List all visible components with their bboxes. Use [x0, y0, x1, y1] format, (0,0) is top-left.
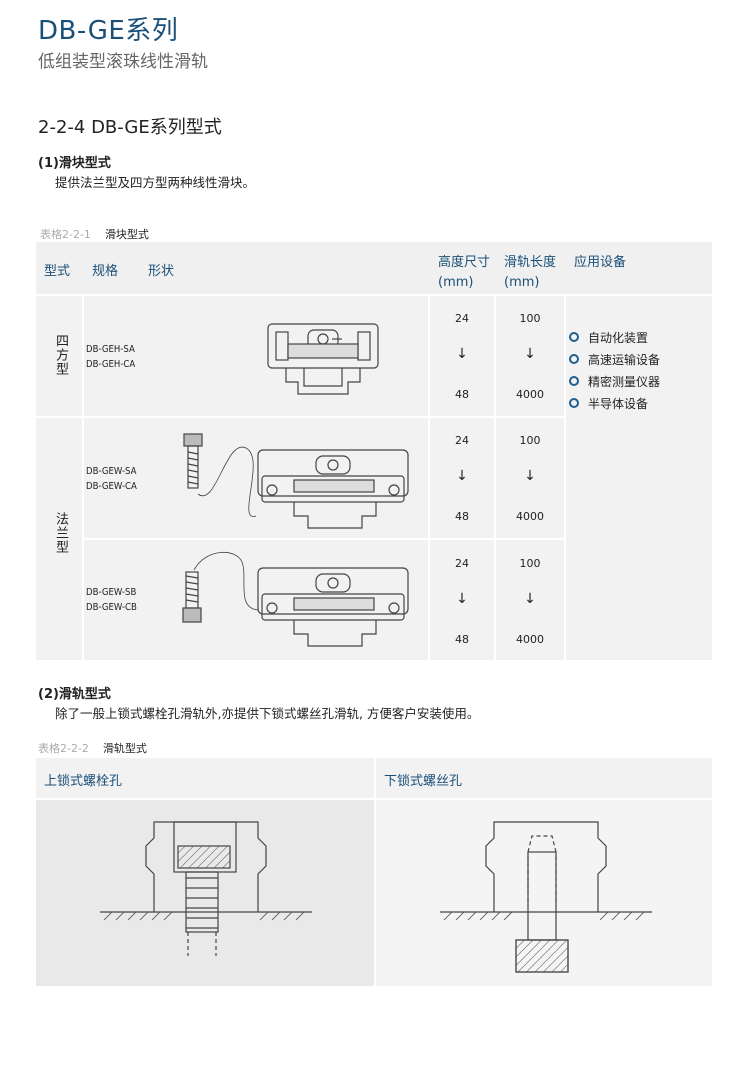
model-label: DB-GEH-CA — [86, 359, 136, 370]
row1-length-arrow: ↓ — [524, 346, 536, 362]
page-title: DB-GE系列 — [38, 16, 179, 46]
col-shape: 形状 — [148, 264, 175, 279]
row1-length-min: 100 — [519, 312, 541, 325]
row3-length-cell — [496, 540, 564, 660]
flange-block-drawing-1 — [183, 433, 409, 529]
rail-top-lock-title: 上锁式螺栓孔 — [44, 774, 123, 789]
rail-bottom-lock-header: 下锁式螺丝孔 — [376, 758, 712, 798]
table1-header: 型式 规格 形状 高度尺寸 (mm) 滑轨长度 (mm) 应用设备 — [36, 242, 712, 294]
row2-length-arrow: ↓ — [524, 468, 536, 484]
row2-shape-cell — [84, 418, 428, 538]
rail-bottom-lock-drawing-cell — [376, 800, 712, 986]
application-item: 精密测量仪器 — [569, 370, 660, 392]
row3-height-max: 48 — [455, 633, 469, 646]
part2-text: 除了一般上锁式螺栓孔滑轨外,亦提供下锁式螺丝孔滑轨, 方便客户安装使用。 — [55, 706, 480, 721]
table2-caption-title: 滑轨型式 — [102, 742, 147, 755]
row1-height-arrow: ↓ — [456, 346, 468, 362]
col-length-unit: (mm) — [504, 275, 540, 290]
square-block-drawing — [267, 323, 379, 395]
row2-length-cell — [496, 418, 564, 538]
application-list: 自动化装置 高速运输设备 精密测量仪器 半导体设备 — [569, 326, 660, 414]
col-app: 应用设备 — [574, 255, 627, 270]
block-type-table: 型式 规格 形状 高度尺寸 (mm) 滑轨长度 (mm) 应用设备 四方型 法兰… — [36, 242, 712, 660]
row2-height-min: 24 — [455, 434, 469, 447]
table1-caption-title: 滑块型式 — [104, 228, 149, 241]
application-item: 自动化装置 — [569, 326, 660, 348]
model-label: DB-GEW-CB — [86, 602, 137, 613]
row1-height-max: 48 — [455, 388, 469, 401]
row3-height-cell — [430, 540, 494, 660]
table2-caption: 表格2-2-2 滑轨型式 — [38, 740, 147, 756]
row1-height-min: 24 — [455, 312, 469, 325]
table1-caption-no: 表格2-2-1 — [40, 228, 91, 241]
row2-height-max: 48 — [455, 510, 469, 523]
app-cell — [566, 296, 712, 660]
page-subtitle: 低组装型滚珠线性滑轨 — [38, 52, 208, 72]
model-label: DB-GEW-SB — [86, 587, 137, 598]
type-square: 四方型 — [53, 334, 68, 376]
bullet-ring-icon — [569, 354, 579, 364]
row1-height-cell — [430, 296, 494, 416]
flange-block-drawing-2 — [182, 551, 409, 647]
row1-models: DB-GEH-SA DB-GEH-CA — [86, 342, 135, 372]
row3-models: DB-GEW-SB DB-GEW-CB — [86, 585, 137, 615]
row3-length-arrow: ↓ — [524, 591, 536, 607]
application-item: 半导体设备 — [569, 392, 660, 414]
bullet-ring-icon — [569, 332, 579, 342]
row2-height-arrow: ↓ — [456, 468, 468, 484]
row3-length-min: 100 — [519, 557, 541, 570]
part1-text: 提供法兰型及四方型两种线性滑块。 — [55, 175, 256, 190]
row3-length-max: 4000 — [516, 633, 544, 646]
rail-bottom-lock-title: 下锁式螺丝孔 — [384, 774, 463, 789]
part1-heading: (1)滑块型式 — [38, 156, 111, 171]
rail-top-lock-header: 上锁式螺栓孔 — [36, 758, 374, 798]
application-label: 半导体设备 — [588, 396, 649, 411]
bullet-ring-icon — [569, 376, 579, 386]
model-label: DB-GEH-SA — [86, 344, 135, 355]
col-height-unit: (mm) — [438, 275, 474, 290]
col-type: 型式 — [44, 264, 71, 279]
row2-length-min: 100 — [519, 434, 541, 447]
part2-heading: (2)滑轨型式 — [38, 687, 111, 702]
type-flange: 法兰型 — [53, 512, 68, 554]
table2-caption-no: 表格2-2-2 — [38, 742, 89, 755]
type-cell-square: 四方型 — [36, 296, 82, 416]
row3-height-min: 24 — [455, 557, 469, 570]
section-title: 2-2-4 DB-GE系列型式 — [38, 117, 222, 138]
application-item: 高速运输设备 — [569, 348, 660, 370]
model-label: DB-GEW-SA — [86, 466, 137, 477]
table1-caption: 表格2-2-1 滑块型式 — [40, 226, 149, 242]
top-lock-rail-drawing — [100, 821, 312, 956]
type-cell-flange: 法兰型 — [36, 418, 82, 660]
application-label: 自动化装置 — [588, 330, 649, 345]
row2-height-cell — [430, 418, 494, 538]
col-length: 滑轨长度 — [504, 255, 557, 270]
row1-length-max: 4000 — [516, 388, 544, 401]
bullet-ring-icon — [569, 398, 579, 408]
col-spec: 规格 — [92, 264, 119, 279]
row1-length-cell — [496, 296, 564, 416]
application-label: 高速运输设备 — [588, 352, 661, 367]
row3-height-arrow: ↓ — [456, 591, 468, 607]
model-label: DB-GEW-CA — [86, 481, 137, 492]
row2-length-max: 4000 — [516, 510, 544, 523]
row2-models: DB-GEW-SA DB-GEW-CA — [86, 464, 137, 494]
col-height: 高度尺寸 — [438, 255, 491, 270]
rail-top-lock-drawing-cell — [36, 800, 374, 986]
bottom-lock-rail-drawing — [440, 821, 652, 973]
row1-shape-cell — [84, 296, 428, 416]
application-label: 精密测量仪器 — [588, 374, 661, 389]
